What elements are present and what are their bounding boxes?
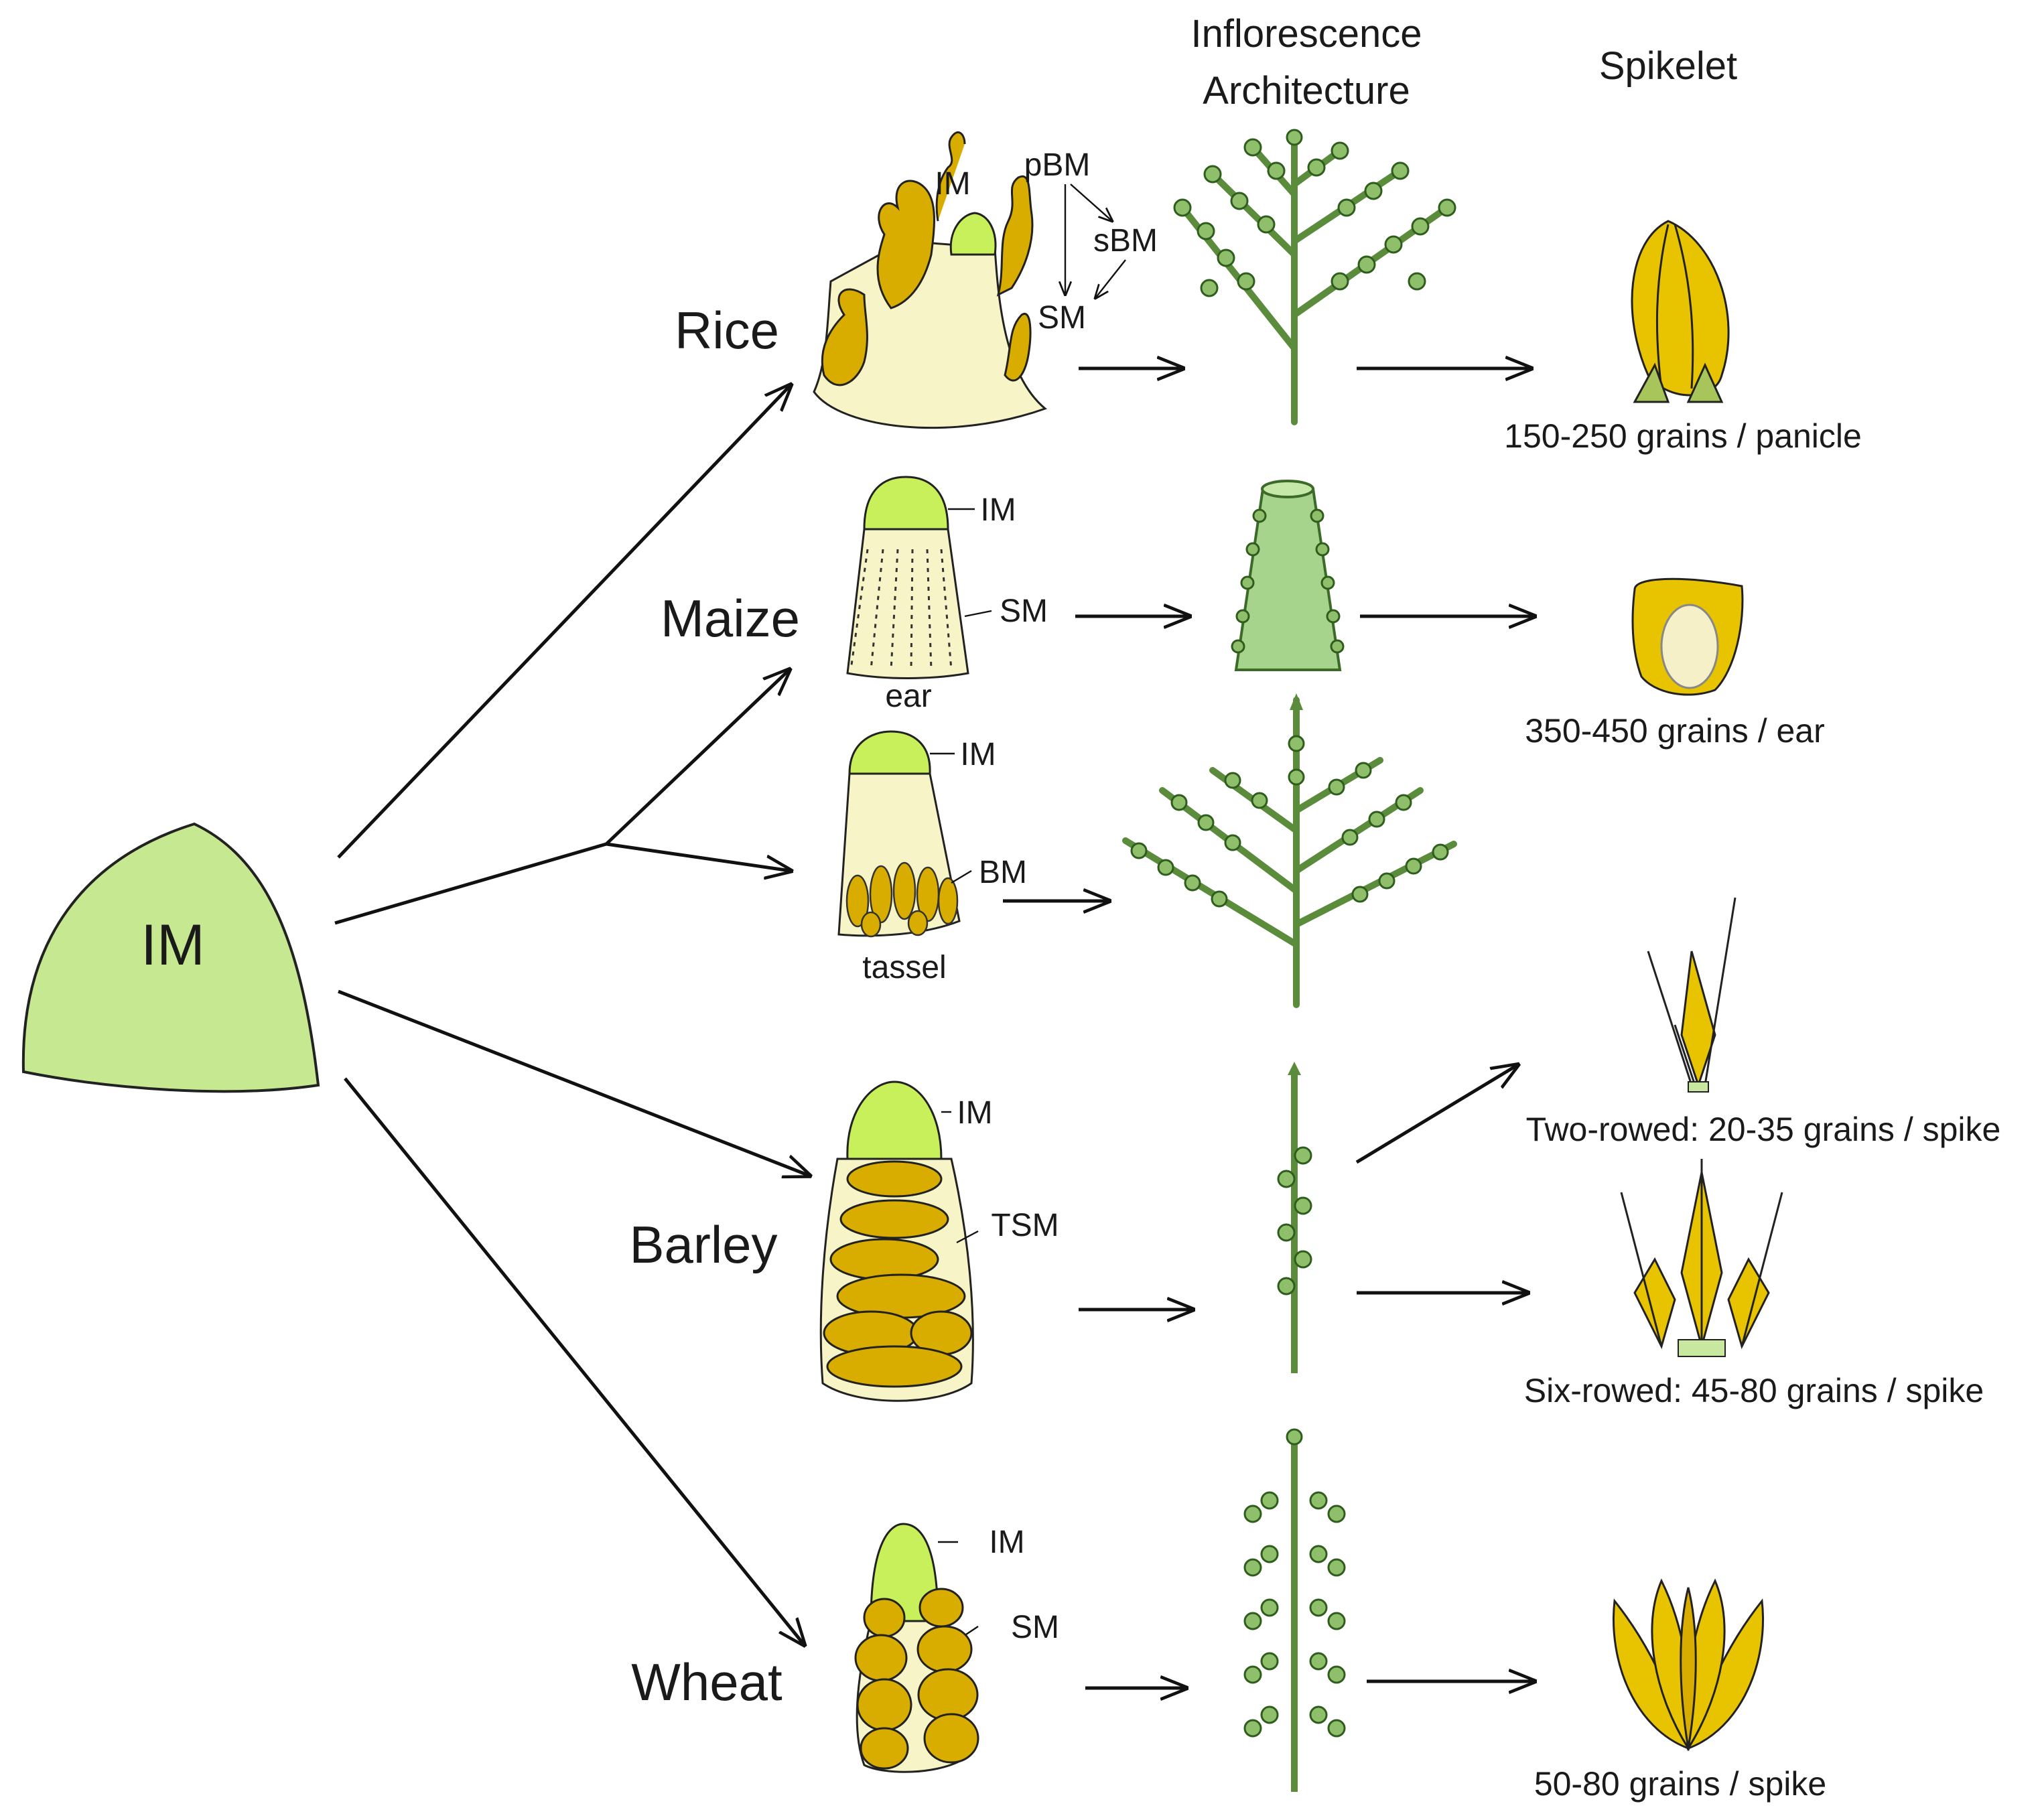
maize-kernel [1631, 577, 1744, 696]
rice-im-label: IM [935, 166, 970, 202]
rice-panicle-architecture [1173, 129, 1456, 425]
barley-two-rowed-count: Two-rowed: 20-35 grains / spike [1526, 1111, 2001, 1148]
arrow-to-barley [338, 989, 809, 1176]
barley-six-rowed-spikelet [1620, 1159, 1783, 1357]
arrow-to-ear [605, 670, 789, 845]
arrow-to-wheat [344, 1077, 804, 1644]
crop-label-wheat: Wheat [631, 1653, 782, 1711]
barley-im-label: IM [957, 1095, 992, 1131]
rice-pbm-label: pBM [1024, 147, 1091, 183]
rice-spikelet [1631, 220, 1730, 403]
crop-label-rice: Rice [675, 301, 779, 360]
header-inflorescence-line1: Inflorescence [1191, 12, 1422, 56]
wheat-spikelet [1613, 1578, 1764, 1752]
root-inflorescence-meristem: IM [21, 822, 320, 1093]
root-arrows [334, 385, 809, 1644]
crop-label-barley: Barley [629, 1215, 777, 1274]
rice-sbm-label: sBM [1093, 223, 1158, 259]
wheat-grain-count: 50-80 grains / spike [1534, 1765, 1826, 1803]
rice-meristem-drawing: IM pBM sBM SM [813, 131, 1158, 429]
maize-grain-count: 350-450 grains / ear [1525, 712, 1825, 750]
wheat-spike-architecture [1243, 1428, 1346, 1792]
header-inflorescence-line2: Architecture [1203, 69, 1410, 113]
root-im-label: IM [141, 913, 205, 977]
arrow-to-maize-trunk [334, 842, 607, 925]
barley-six-rowed-count: Six-rowed: 45-80 grains / spike [1524, 1372, 1984, 1409]
progression-arrows [1003, 368, 1534, 1688]
wheat-im-label: IM [989, 1525, 1024, 1560]
maize-ear-architecture [1231, 480, 1345, 671]
arrow-to-tassel [606, 842, 791, 871]
maize-tassel-architecture [1122, 693, 1457, 1008]
wheat-meristem-drawing: IM SM [854, 1523, 1059, 1773]
ear-im-label: IM [980, 492, 1016, 528]
maize-ear-drawing: IM SM ear [846, 476, 1048, 714]
tassel-im-label: IM [960, 737, 996, 772]
ear-caption: ear [885, 679, 931, 714]
tassel-bm-label: BM [979, 855, 1027, 890]
ear-sm-label: SM [1000, 593, 1048, 629]
wheat-sm-label: SM [1011, 1610, 1059, 1645]
barley-spike-architecture [1277, 1062, 1312, 1373]
tassel-caption: tassel [862, 950, 946, 985]
arrow-to-rice [337, 385, 791, 859]
rice-sm-label: SM [1038, 300, 1086, 336]
barley-two-rowed-spikelet [1647, 897, 1737, 1093]
crop-label-maize: Maize [661, 589, 800, 648]
barley-meristem-drawing: IM TSM [819, 1080, 1059, 1402]
header-spikelet: Spikelet [1599, 44, 1737, 88]
rice-grain-count: 150-250 grains / panicle [1504, 417, 1862, 455]
barley-tsm-label: TSM [991, 1208, 1059, 1243]
maize-tassel-drawing: IM BM tassel [837, 730, 1027, 985]
